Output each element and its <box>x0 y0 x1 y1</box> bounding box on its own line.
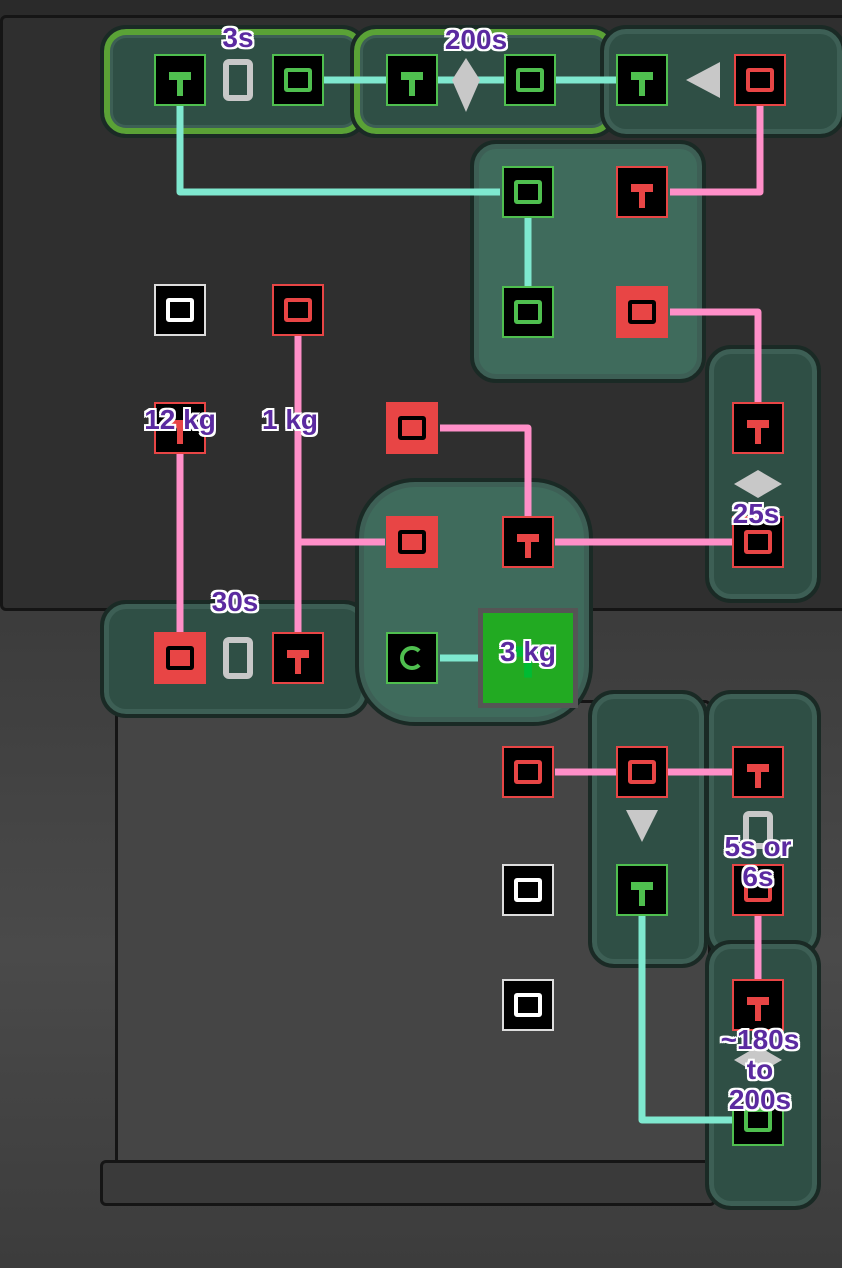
input-port-icon <box>166 298 194 322</box>
red-wire <box>670 105 764 196</box>
logic-port[interactable] <box>154 54 206 106</box>
logic-port[interactable] <box>272 54 324 106</box>
not-gate-lower[interactable] <box>588 690 708 968</box>
output-port-icon <box>631 72 653 96</box>
output-port-icon <box>747 997 769 1021</box>
red-wire <box>294 335 385 635</box>
input-port-icon <box>744 878 772 902</box>
label-30s: 30s <box>211 586 259 617</box>
logic-port[interactable] <box>502 864 554 916</box>
logic-port[interactable] <box>732 402 784 454</box>
label-180s-to-200s: ~180s to 200s <box>720 1024 800 1115</box>
logic-port[interactable] <box>154 284 206 336</box>
input-port-icon <box>514 300 542 324</box>
output-port-icon <box>169 72 191 96</box>
output-port-icon <box>513 646 543 678</box>
logic-port[interactable] <box>154 402 206 454</box>
input-port-icon <box>516 68 544 92</box>
output-port-icon <box>517 534 539 558</box>
logic-port[interactable] <box>272 632 324 684</box>
output-port-icon <box>401 72 423 96</box>
logic-port[interactable] <box>386 402 438 454</box>
label-5s-or-6s: 5s or 6s <box>724 831 792 892</box>
output-port-icon <box>747 764 769 788</box>
input-port-icon <box>514 878 542 902</box>
buffer-gate-icon <box>734 1046 782 1074</box>
logic-port[interactable] <box>616 54 668 106</box>
input-port-icon <box>746 68 774 92</box>
label-12kg: 12 kg <box>144 404 216 435</box>
filter-gate-30s[interactable] <box>100 600 370 718</box>
label-3s: 3s <box>222 22 254 53</box>
logic-port[interactable] <box>732 746 784 798</box>
filter-gate-icon <box>223 59 253 101</box>
logic-port[interactable] <box>502 516 554 568</box>
logic-port[interactable] <box>616 746 668 798</box>
output-port-icon <box>287 650 309 674</box>
reset-port-icon <box>400 646 424 670</box>
label-25s: 25s <box>732 498 780 529</box>
floor-tile <box>100 1160 716 1206</box>
input-port-icon <box>514 180 542 204</box>
logic-port[interactable] <box>386 54 438 106</box>
buffer-gate-icon <box>734 470 782 498</box>
input-port-icon <box>166 646 194 670</box>
logic-port[interactable] <box>616 864 668 916</box>
input-port-icon <box>514 993 542 1017</box>
logic-port[interactable] <box>386 632 438 684</box>
red-wire <box>440 424 532 518</box>
input-port-icon <box>744 530 772 554</box>
logic-port[interactable] <box>502 166 554 218</box>
green-wire <box>176 105 500 196</box>
logic-port[interactable] <box>732 1094 784 1146</box>
logic-port[interactable] <box>502 979 554 1031</box>
filter-gate-5s[interactable] <box>705 690 821 958</box>
logic-port[interactable] <box>616 286 668 338</box>
logic-port[interactable] <box>732 516 784 568</box>
label-1kg: 1 kg <box>261 404 319 435</box>
input-port-icon <box>398 416 426 440</box>
logic-port[interactable] <box>386 516 438 568</box>
input-port-icon <box>628 760 656 784</box>
red-wire <box>670 308 762 405</box>
logic-port[interactable] <box>478 608 578 708</box>
input-port-icon <box>744 1108 772 1132</box>
filter-gate-icon <box>743 811 773 849</box>
input-port-icon <box>284 68 312 92</box>
not-gate-icon <box>686 62 720 98</box>
logic-port[interactable] <box>734 54 786 106</box>
not-gate-icon <box>626 810 658 842</box>
label-200s: 200s <box>444 24 508 55</box>
logic-port[interactable] <box>732 979 784 1031</box>
logic-port[interactable] <box>504 54 556 106</box>
input-port-icon <box>398 530 426 554</box>
logic-port[interactable] <box>272 284 324 336</box>
input-port-icon <box>514 760 542 784</box>
logic-port[interactable] <box>616 166 668 218</box>
input-port-icon <box>284 298 312 322</box>
logic-port[interactable] <box>154 632 206 684</box>
label-3kg: 3 kg <box>499 636 557 667</box>
logic-port[interactable] <box>502 286 554 338</box>
logic-port[interactable] <box>502 746 554 798</box>
filter-gate-icon <box>223 637 253 679</box>
logic-port[interactable] <box>732 864 784 916</box>
output-port-icon <box>169 420 191 444</box>
input-port-icon <box>628 300 656 324</box>
buffer-gate-icon <box>452 58 480 112</box>
output-port-icon <box>747 420 769 444</box>
output-port-icon <box>631 184 653 208</box>
output-port-icon <box>631 882 653 906</box>
green-wire <box>638 915 735 1124</box>
